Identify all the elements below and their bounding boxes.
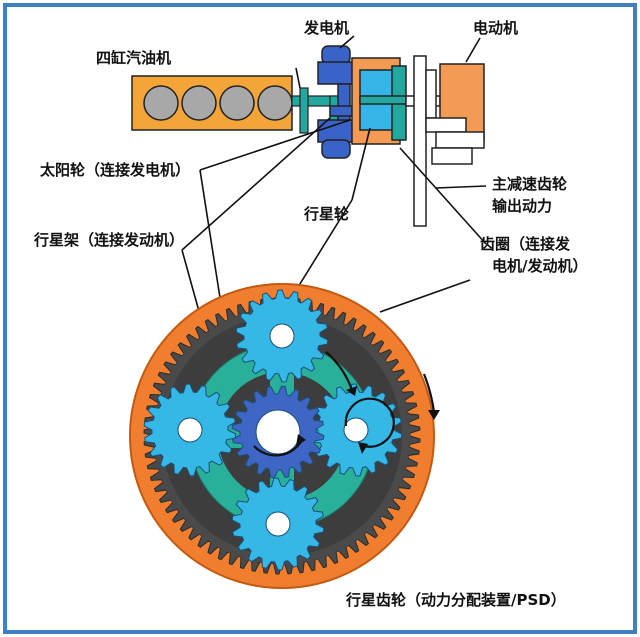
generator (317, 45, 401, 159)
engine (131, 75, 293, 131)
label-motor: 电动机 (473, 19, 519, 37)
planet-gear-right (309, 383, 403, 477)
cylinder-4 (257, 85, 293, 121)
cylinder-3 (219, 85, 255, 121)
electric-motor (425, 63, 485, 165)
label-psd-caption: 行星齿轮（动力分配装置/PSD） (346, 591, 566, 609)
planetary-gearset (129, 283, 440, 589)
output-linkage (405, 55, 441, 227)
label-ring-gear-2: 电机/发动机） (492, 257, 588, 275)
cylinder-2 (181, 85, 217, 121)
label-planet-carrier: 行星架（连接发动机） (34, 231, 185, 249)
sun-gear (231, 385, 325, 479)
cylinder-1 (143, 85, 179, 121)
planet-gear-top (235, 289, 329, 383)
label-ring-gear-1: 齿圈（连接发 (480, 235, 571, 253)
label-planet-gear: 行星轮 (304, 205, 350, 223)
label-reduction-gear-1: 主减速齿轮 (492, 175, 568, 193)
ring-gear-housing (351, 57, 407, 145)
image-frame (3, 3, 637, 634)
label-reduction-gear-2: 输出动力 (492, 197, 553, 215)
label-sun-gear: 太阳轮（连接发电机） (40, 161, 191, 179)
planet-gear-bottom (231, 477, 325, 571)
carrier-rotation-arrow (325, 351, 354, 391)
rotation-arrows (253, 351, 440, 457)
planet-rotation-arrow (344, 397, 395, 448)
sun-gear-body (231, 385, 325, 479)
label-engine: 四缸汽油机 (96, 49, 172, 67)
sun-rotation-arrow (253, 439, 303, 457)
planet-gear-left (143, 383, 237, 477)
label-generator: 发电机 (304, 19, 350, 37)
